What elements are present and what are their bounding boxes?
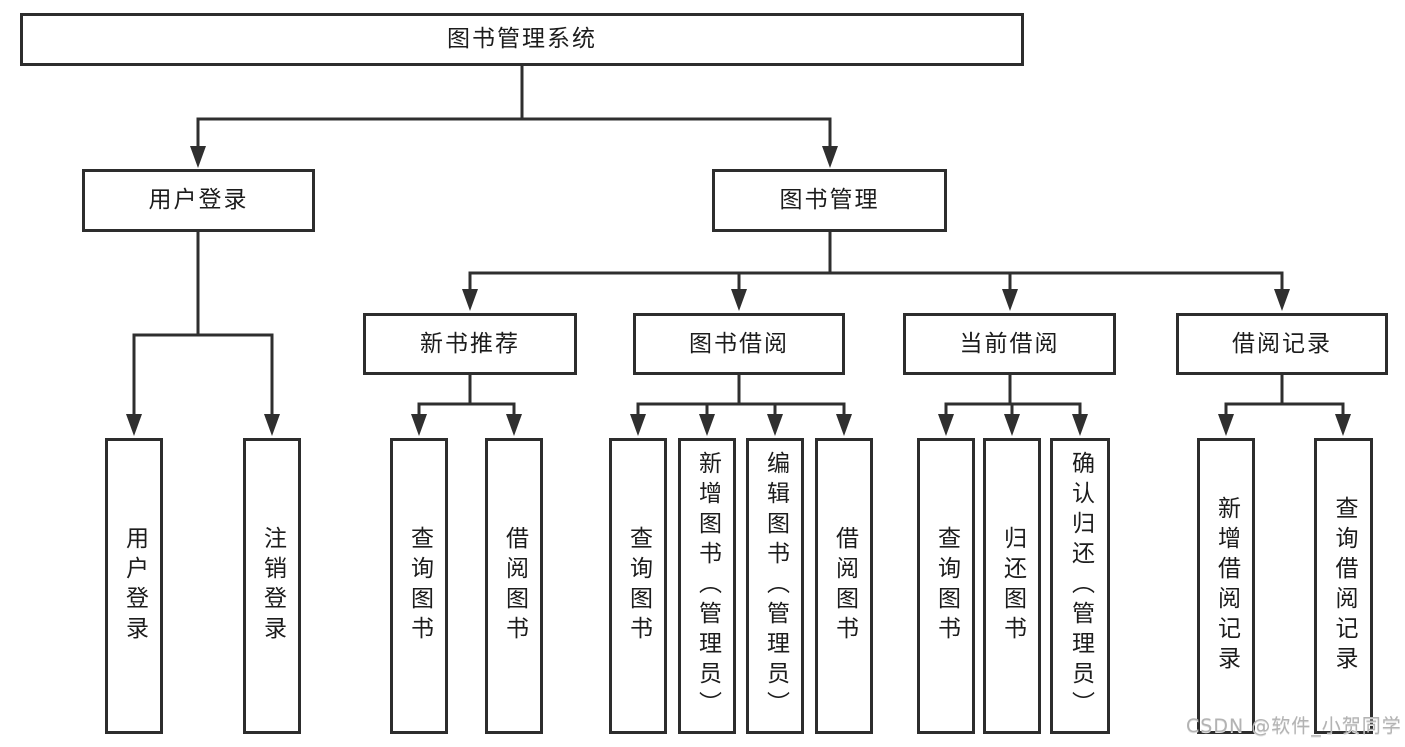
node-label: 新书推荐 <box>420 330 520 357</box>
leaf-borrow-books-1: 借阅图书 <box>485 438 543 734</box>
leaf-label: 归还图书 <box>999 526 1026 646</box>
leaf-label: 新增图书（管理员） <box>694 451 721 721</box>
node-new-book-recommendation: 新书推荐 <box>363 313 577 375</box>
node-current-borrowing: 当前借阅 <box>903 313 1116 375</box>
connector-user-login-leaves <box>132 232 274 419</box>
node-label: 图书管理 <box>779 187 880 213</box>
leaf-label: 确认归还（管理员） <box>1067 451 1094 721</box>
leaf-label: 注销登录 <box>259 526 286 646</box>
leaf-query-books-1: 查询图书 <box>390 438 448 734</box>
leaf-label: 查询图书 <box>625 526 652 646</box>
connector-borrowing-records-leaves <box>1224 375 1345 419</box>
leaf-borrow-books-2: 借阅图书 <box>815 438 873 734</box>
leaf-logout: 注销登录 <box>243 438 301 734</box>
leaf-label: 用户登录 <box>121 526 148 646</box>
leaf-label: 查询借阅记录 <box>1331 496 1357 676</box>
leaf-add-books-admin: 新增图书（管理员） <box>678 438 736 734</box>
connector-current-borrowing-leaves <box>944 375 1082 419</box>
connector-arrowheads <box>126 146 1351 436</box>
connector-book-mgmt-level3 <box>468 232 1284 294</box>
leaf-label: 查询图书 <box>406 526 433 646</box>
leaf-label: 借阅图书 <box>831 526 858 646</box>
leaf-label: 借阅图书 <box>501 526 528 646</box>
node-book-borrowing: 图书借阅 <box>633 313 845 375</box>
connector-new-book-leaves <box>417 375 516 419</box>
node-borrowing-records: 借阅记录 <box>1176 313 1388 375</box>
leaf-query-books-2: 查询图书 <box>609 438 667 734</box>
node-user-login-branch: 用户登录 <box>82 169 315 232</box>
node-label: 图书借阅 <box>689 330 789 357</box>
leaf-edit-books-admin: 编辑图书（管理员） <box>746 438 804 734</box>
leaf-query-borrow-record: 查询借阅记录 <box>1314 438 1373 734</box>
node-label: 图书管理系统 <box>447 26 597 52</box>
leaf-label: 新增借阅记录 <box>1213 496 1240 676</box>
node-library-management-system: 图书管理系统 <box>20 13 1024 66</box>
node-book-management: 图书管理 <box>712 169 947 232</box>
connector-root-level2 <box>196 65 832 151</box>
leaf-label: 编辑图书（管理员） <box>762 451 789 721</box>
leaf-confirm-return-admin: 确认归还（管理员） <box>1050 438 1110 734</box>
leaf-user-login: 用户登录 <box>105 438 163 734</box>
leaf-query-books-3: 查询图书 <box>917 438 975 734</box>
watermark: CSDN @软件_小贺同学 <box>1186 715 1402 737</box>
node-label: 借阅记录 <box>1232 330 1332 357</box>
leaf-label: 查询图书 <box>933 526 960 646</box>
node-label: 用户登录 <box>148 187 249 213</box>
node-label: 当前借阅 <box>959 330 1060 357</box>
leaf-return-books: 归还图书 <box>983 438 1041 734</box>
leaf-add-borrow-record: 新增借阅记录 <box>1197 438 1255 734</box>
connector-book-borrowing-leaves <box>636 375 846 419</box>
